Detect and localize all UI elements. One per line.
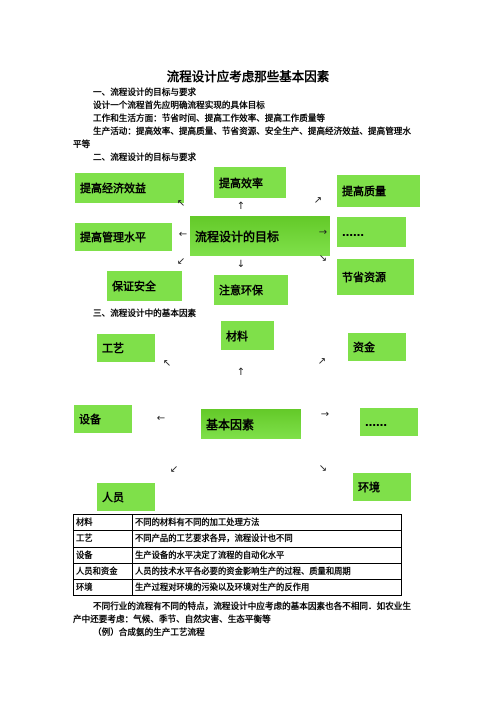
footer-line-3: （例）合成氨的生产工艺流程 [93, 628, 205, 638]
node-management: 提高管理水平 [75, 223, 172, 251]
table-key: 设备 [73, 546, 133, 564]
arrow-up-icon: ↑ [236, 367, 246, 378]
table-row: 材料不同的材料有不同的加工处理方法 [73, 513, 402, 532]
table-row: 环境生产过程对环境的污染以及环境对生产的反作用 [73, 579, 402, 597]
footer-line-1: 不同行业的流程有不同的特点，流程设计中应考虑的基本因素也各不相同．如农业生 [93, 602, 411, 612]
table-key: 材料 [73, 513, 133, 532]
section-1-heading: 一、流程设计的目标与要求 [93, 88, 197, 98]
factor-table: 材料不同的材料有不同的加工处理方法 工艺不同产品的工艺要求各异，流程设计也不同 … [73, 513, 402, 597]
table-value: 不同产品的工艺要求各异，流程设计也不同 [132, 530, 402, 548]
table-value: 生产过程对环境的污染以及环境对生产的反作用 [132, 579, 402, 597]
arrow-up-left-icon: ↖ [162, 358, 172, 369]
arrow-right-icon: → [320, 409, 330, 420]
node-safety: 保证安全 [107, 271, 182, 301]
node-more-goals: …… [337, 217, 406, 247]
factor-capital: 资金 [348, 333, 406, 361]
arrow-down-icon: ↓ [236, 259, 246, 270]
section-2-heading: 二、流程设计的目标与要求 [93, 153, 197, 163]
arrow-left-icon: ← [156, 413, 166, 424]
node-save-resources: 节省资源 [337, 259, 414, 295]
factor-center-box: 基本因素 [201, 409, 301, 439]
factor-more: …… [360, 408, 418, 436]
table-value: 生产设备的水平决定了流程的自动化水平 [132, 546, 402, 564]
arrow-up-left-icon: ↖ [176, 198, 186, 209]
arrow-up-icon: ↑ [236, 201, 246, 212]
section-1-line-2: 工作和生活方面：节省时间、提高工作效率、提高工作质量等 [93, 114, 326, 124]
table-value: 不同的材料有不同的加工处理方法 [132, 513, 402, 532]
factor-material: 材料 [221, 321, 274, 350]
table-row: 设备生产设备的水平决定了流程的自动化水平 [73, 546, 402, 564]
table-row: 人员和资金人员的技术水平各必要的资金影响生产的过程、质量和周期 [73, 562, 402, 581]
table-key: 工艺 [73, 530, 133, 548]
node-quality: 提高质量 [337, 175, 420, 207]
node-environment: 注意环保 [214, 275, 288, 305]
arrow-down-right-icon: ↘ [318, 463, 328, 474]
arrow-right-icon: → [318, 227, 328, 238]
table-key: 人员和资金 [73, 562, 133, 581]
page-title: 流程设计应考虑那些基本因素 [166, 69, 330, 84]
arrow-down-right-icon: ↘ [318, 253, 328, 264]
table-key: 环境 [73, 579, 133, 597]
arrow-down-left-icon: ↙ [169, 464, 179, 475]
section-1-line-3a: 生产活动：提高效率、提高质量、节省资源、安全生产、提高经济效益、提高管理水 [93, 127, 411, 137]
factor-personnel: 人员 [97, 483, 155, 511]
section-1-line-1: 设计一个流程首先应明确流程实现的具体目标 [93, 101, 265, 111]
arrow-up-right-icon: ↗ [313, 195, 323, 206]
factor-environment: 环境 [353, 473, 411, 501]
footer-line-2: 产中还要考虑：气候、季节、自然灾害、生态平衡等 [73, 615, 271, 625]
factor-equipment: 设备 [74, 405, 132, 433]
factor-craft: 工艺 [97, 334, 155, 362]
arrow-up-right-icon: ↗ [317, 356, 327, 367]
section-3-heading: 三、流程设计中的基本因素 [93, 309, 197, 319]
node-economic-benefit: 提高经济效益 [75, 173, 184, 203]
section-1-line-3b: 平等 [73, 140, 91, 150]
arrow-down-left-icon: ↙ [176, 256, 186, 267]
table-row: 工艺不同产品的工艺要求各异，流程设计也不同 [73, 530, 402, 548]
goal-center-box: 流程设计的目标 [190, 216, 330, 256]
node-efficiency: 提高效率 [214, 167, 286, 198]
arrow-left-icon: ← [178, 229, 188, 240]
table-value: 人员的技术水平各必要的资金影响生产的过程、质量和周期 [132, 562, 402, 581]
